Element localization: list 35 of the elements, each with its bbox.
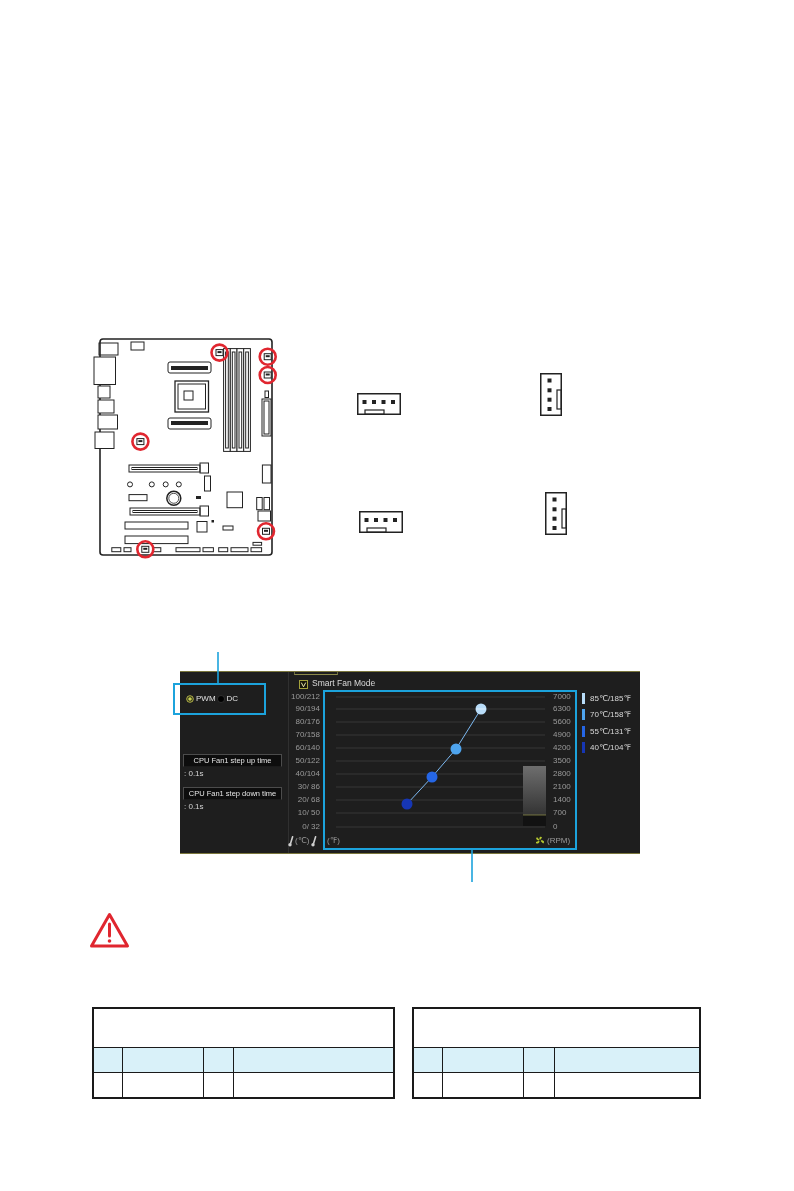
axis-tick-label: 3500: [553, 757, 571, 765]
axis-tick-label: 1400: [553, 796, 571, 804]
legend-label: 85℃/185℉: [590, 694, 632, 703]
axis-tick-label: 40/104: [295, 770, 320, 778]
highlight-frame: [323, 690, 577, 850]
axis-tick-label: 6300: [553, 705, 571, 713]
setting-value: : 0.1s: [184, 770, 204, 778]
axis-tick-label: 70/158: [295, 731, 320, 739]
radio-label: PWM: [196, 695, 216, 703]
axis-tick-label: 4200: [553, 744, 571, 752]
axis-tick-label: 2800: [553, 770, 571, 778]
axis-unit-label: (RPM): [547, 836, 571, 845]
highlight-frame: [173, 683, 266, 715]
axis-tick-label: 5600: [553, 718, 571, 726]
axis-tick-label: 20/ 68: [297, 796, 320, 804]
axis-tick-label: 10/ 50: [297, 809, 320, 817]
axis-tick-label: 7000: [553, 693, 571, 701]
axis-tick-label: 0: [553, 823, 558, 831]
axis-unit-label: (℃): [295, 836, 310, 845]
leader-line: [471, 849, 473, 883]
legend-label: 70℃/158℉: [590, 710, 632, 720]
legend-label: 40℃/104℉: [590, 742, 632, 752]
axis-tick-label: 4900: [553, 731, 571, 739]
axis-tick-label: 700: [553, 809, 567, 817]
leader-line: [217, 651, 219, 684]
axis-tick-label: 50/122: [295, 757, 320, 765]
legend-label: 55℃/131℉: [590, 726, 632, 736]
radio-label: DC: [226, 695, 239, 703]
setting-value: : 0.1s: [184, 803, 204, 811]
axis-tick-label: 60/140: [295, 744, 320, 752]
axis-tick-label: 30/ 86: [297, 783, 320, 791]
axis-unit-label: (℉): [327, 836, 340, 845]
axis-tick-label: 2100: [553, 783, 571, 791]
setting-bar: [183, 787, 282, 800]
setting-bar: [183, 754, 282, 767]
